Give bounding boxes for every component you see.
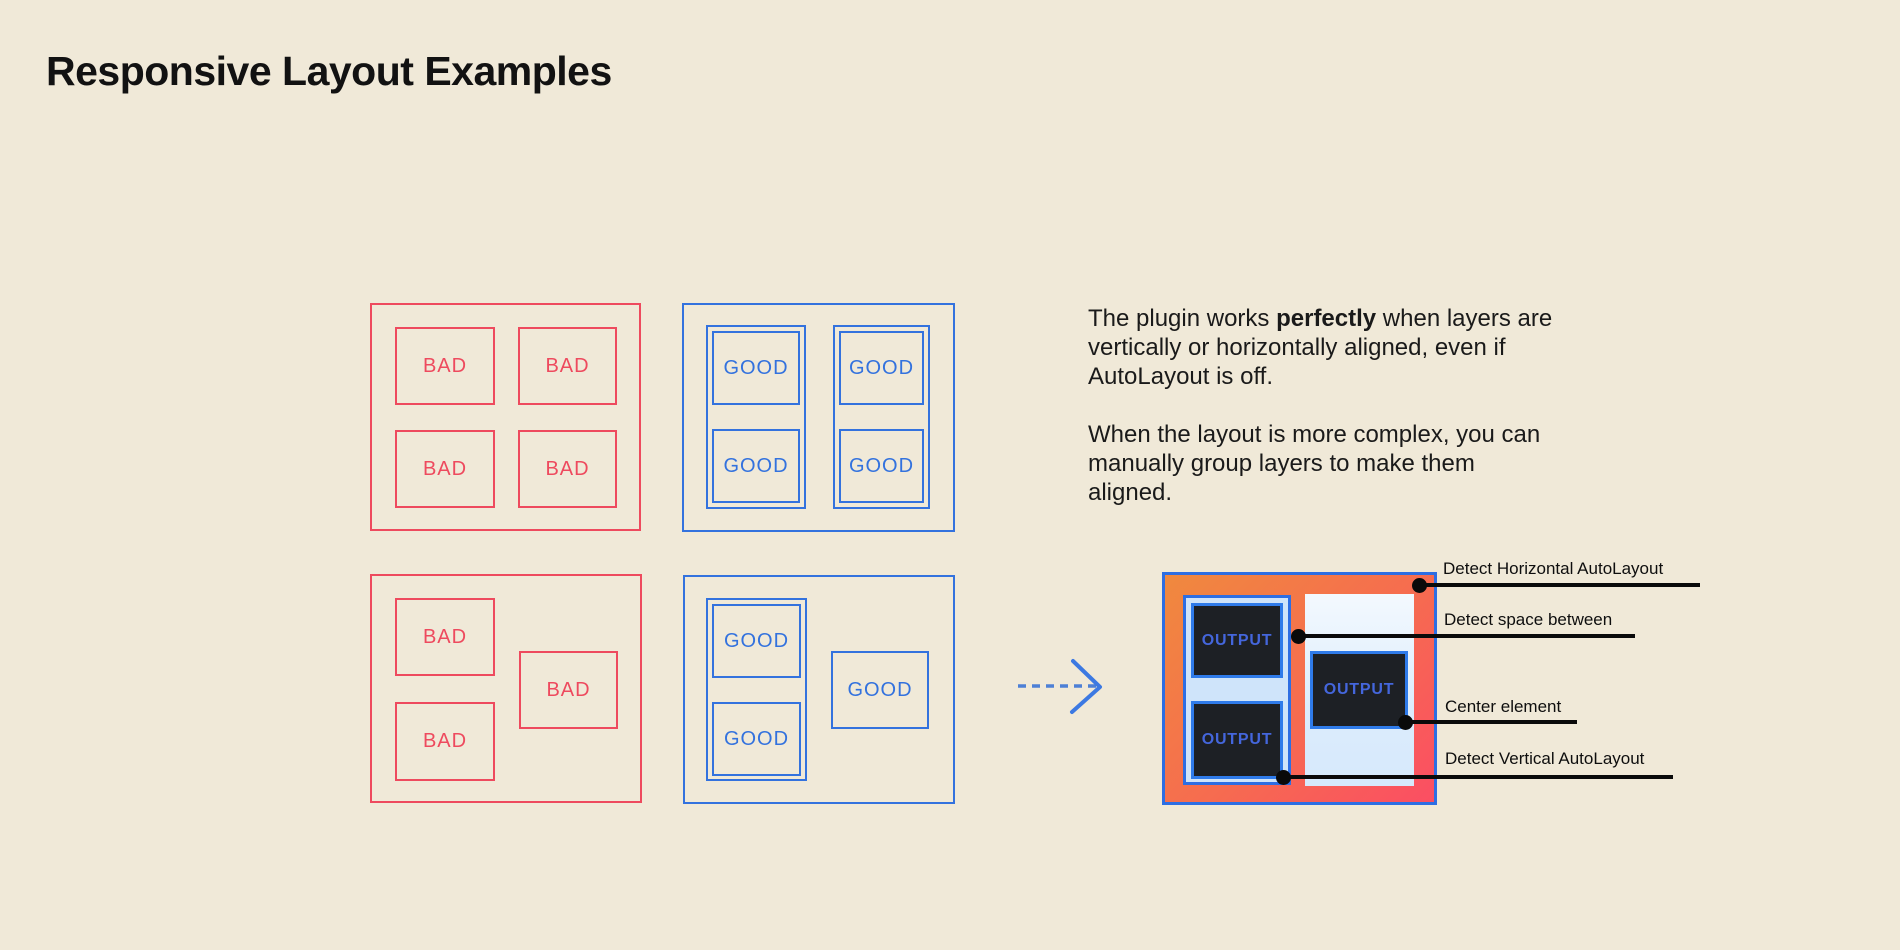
example-bad-aligned-frame: BAD BAD BAD BAD [370, 303, 641, 531]
description-text: The plugin works perfectly when layers a… [1088, 304, 1558, 507]
example-good-grouped-frame: GOOD GOOD GOOD GOOD [682, 303, 955, 532]
output-box: OUTPUT [1310, 651, 1408, 729]
good-cell: GOOD [839, 331, 924, 405]
output-group-left: OUTPUT OUTPUT [1183, 595, 1291, 785]
description-paragraph-2: When the layout is more complex, you can… [1088, 421, 1541, 506]
annotation-label-space-between: Detect space between [1444, 610, 1613, 629]
bad-cell: BAD [395, 702, 495, 781]
bad-cell: BAD [395, 327, 495, 405]
example-good-complex-frame: GOOD GOOD GOOD [683, 575, 955, 804]
dashed-arrow-right-icon [1018, 659, 1102, 714]
connector-line [1419, 583, 1700, 587]
group-wrapper: GOOD GOOD [833, 325, 930, 509]
good-cell: GOOD [712, 702, 801, 776]
good-cell: GOOD [831, 651, 929, 729]
example-bad-complex-frame: BAD BAD BAD [370, 574, 642, 803]
bad-cell: BAD [518, 327, 617, 405]
bad-cell: BAD [518, 430, 617, 508]
description-paragraph-1: The plugin works perfectly when layers a… [1088, 304, 1558, 391]
result-preview-frame: OUTPUT OUTPUT OUTPUT [1162, 572, 1437, 805]
good-cell: GOOD [712, 604, 801, 678]
output-panel-right: OUTPUT [1305, 594, 1414, 786]
annotation-label-center-element: Center element [1445, 697, 1562, 716]
connector-line [1405, 720, 1577, 724]
good-cell: GOOD [712, 331, 800, 405]
connector-dot [1398, 715, 1413, 730]
good-cell: GOOD [712, 429, 800, 503]
bad-cell: BAD [519, 651, 618, 729]
bad-cell: BAD [395, 430, 495, 508]
connector-dot [1291, 629, 1306, 644]
page-title: Responsive Layout Examples [46, 48, 612, 94]
description-segment: The plugin works [1088, 305, 1277, 332]
description-bold-word: perfectly [1276, 305, 1377, 332]
connector-dot [1276, 770, 1291, 785]
connector-line [1298, 634, 1635, 638]
output-box: OUTPUT [1191, 603, 1283, 678]
output-box: OUTPUT [1191, 701, 1283, 779]
annotation-label-vertical-autolayout: Detect Vertical AutoLayout [1445, 749, 1645, 768]
bad-cell: BAD [395, 598, 495, 676]
connector-dot [1412, 578, 1427, 593]
description-segment: when layers are vertically or horizontal… [1088, 305, 1553, 390]
group-wrapper: GOOD GOOD [706, 325, 806, 509]
annotation-label-horizontal-autolayout: Detect Horizontal AutoLayout [1443, 559, 1664, 578]
good-cell: GOOD [839, 429, 924, 503]
group-wrapper: GOOD GOOD [706, 598, 807, 781]
connector-line [1283, 775, 1673, 779]
